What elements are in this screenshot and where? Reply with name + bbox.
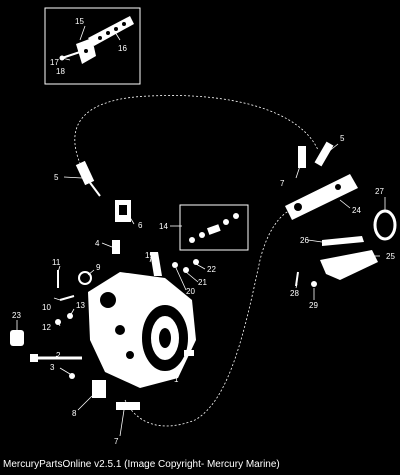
nut-part-29 <box>311 281 317 287</box>
callout-26: 26 <box>300 236 309 245</box>
fitting-part-4 <box>112 240 120 254</box>
callout-28: 28 <box>290 289 299 298</box>
callout-7-bottom: 7 <box>114 437 119 446</box>
sensor-part-5-left <box>75 160 101 197</box>
callout-18: 18 <box>56 67 65 76</box>
callout-20: 20 <box>186 287 195 296</box>
callout-14: 14 <box>159 222 168 231</box>
hose-clamp-part-27 <box>373 209 397 241</box>
bracket-part-25 <box>320 250 378 280</box>
inset-box-bracket <box>44 7 141 85</box>
callout-15: 15 <box>75 17 84 26</box>
sensor-part-7-bottom <box>116 402 140 410</box>
clip-part-19 <box>150 252 162 276</box>
callout-8: 8 <box>72 409 77 418</box>
callout-7-right: 7 <box>280 179 285 188</box>
plate-part-15 <box>76 38 96 64</box>
callout-labels: 15 16 17 18 5 6 4 14 5 7 24 27 26 25 9 1… <box>12 17 395 446</box>
washers-part-20-21-22 <box>172 259 199 273</box>
callout-3: 3 <box>50 363 55 372</box>
callout-24: 24 <box>352 206 361 215</box>
actuator-part-24 <box>285 174 358 220</box>
cable-route-top <box>74 95 319 169</box>
cable-route-bottom <box>124 208 301 427</box>
callout-27: 27 <box>375 187 384 196</box>
callout-29: 29 <box>309 301 318 310</box>
callout-12: 12 <box>42 323 51 332</box>
screw-part-17-18 <box>59 51 81 61</box>
callout-19: 19 <box>145 251 154 260</box>
connector-part-8 <box>92 380 106 398</box>
callout-16: 16 <box>118 44 127 53</box>
callout-5-right: 5 <box>340 134 345 143</box>
strap-part-26 <box>322 236 364 246</box>
plug-part-23 <box>10 330 24 346</box>
washer-part-9 <box>78 271 92 285</box>
callout-4: 4 <box>95 239 100 248</box>
callout-22: 22 <box>207 265 216 274</box>
copyright-footer: MercuryPartsOnline v2.5.1 (Image Copyrig… <box>3 459 280 470</box>
bolt-part-2 <box>30 354 82 362</box>
callout-6: 6 <box>138 221 143 230</box>
callout-23: 23 <box>12 311 21 320</box>
callout-11: 11 <box>52 258 61 267</box>
callout-5-left: 5 <box>54 173 59 182</box>
callout-9: 9 <box>96 263 101 272</box>
callout-2: 2 <box>56 351 61 360</box>
callout-25: 25 <box>386 252 395 261</box>
leader-lines <box>16 25 386 437</box>
inset-box-connector-kit <box>179 204 249 251</box>
connector-part-6 <box>115 200 131 222</box>
callout-21: 21 <box>198 278 207 287</box>
callout-10: 10 <box>42 303 51 312</box>
transmission-housing-part-1 <box>88 272 196 388</box>
washer-part-3 <box>69 373 75 379</box>
sensor-part-7-right <box>298 146 306 168</box>
screw-part-28 <box>295 271 299 287</box>
callout-1: 1 <box>174 375 179 384</box>
callout-17: 17 <box>50 58 59 67</box>
bolt-part-10 <box>59 295 75 301</box>
bracket-part-16 <box>88 16 134 46</box>
callout-13: 13 <box>76 301 85 310</box>
sensor-part-5-right <box>314 141 334 167</box>
connector-kit-part-14 <box>189 213 239 243</box>
